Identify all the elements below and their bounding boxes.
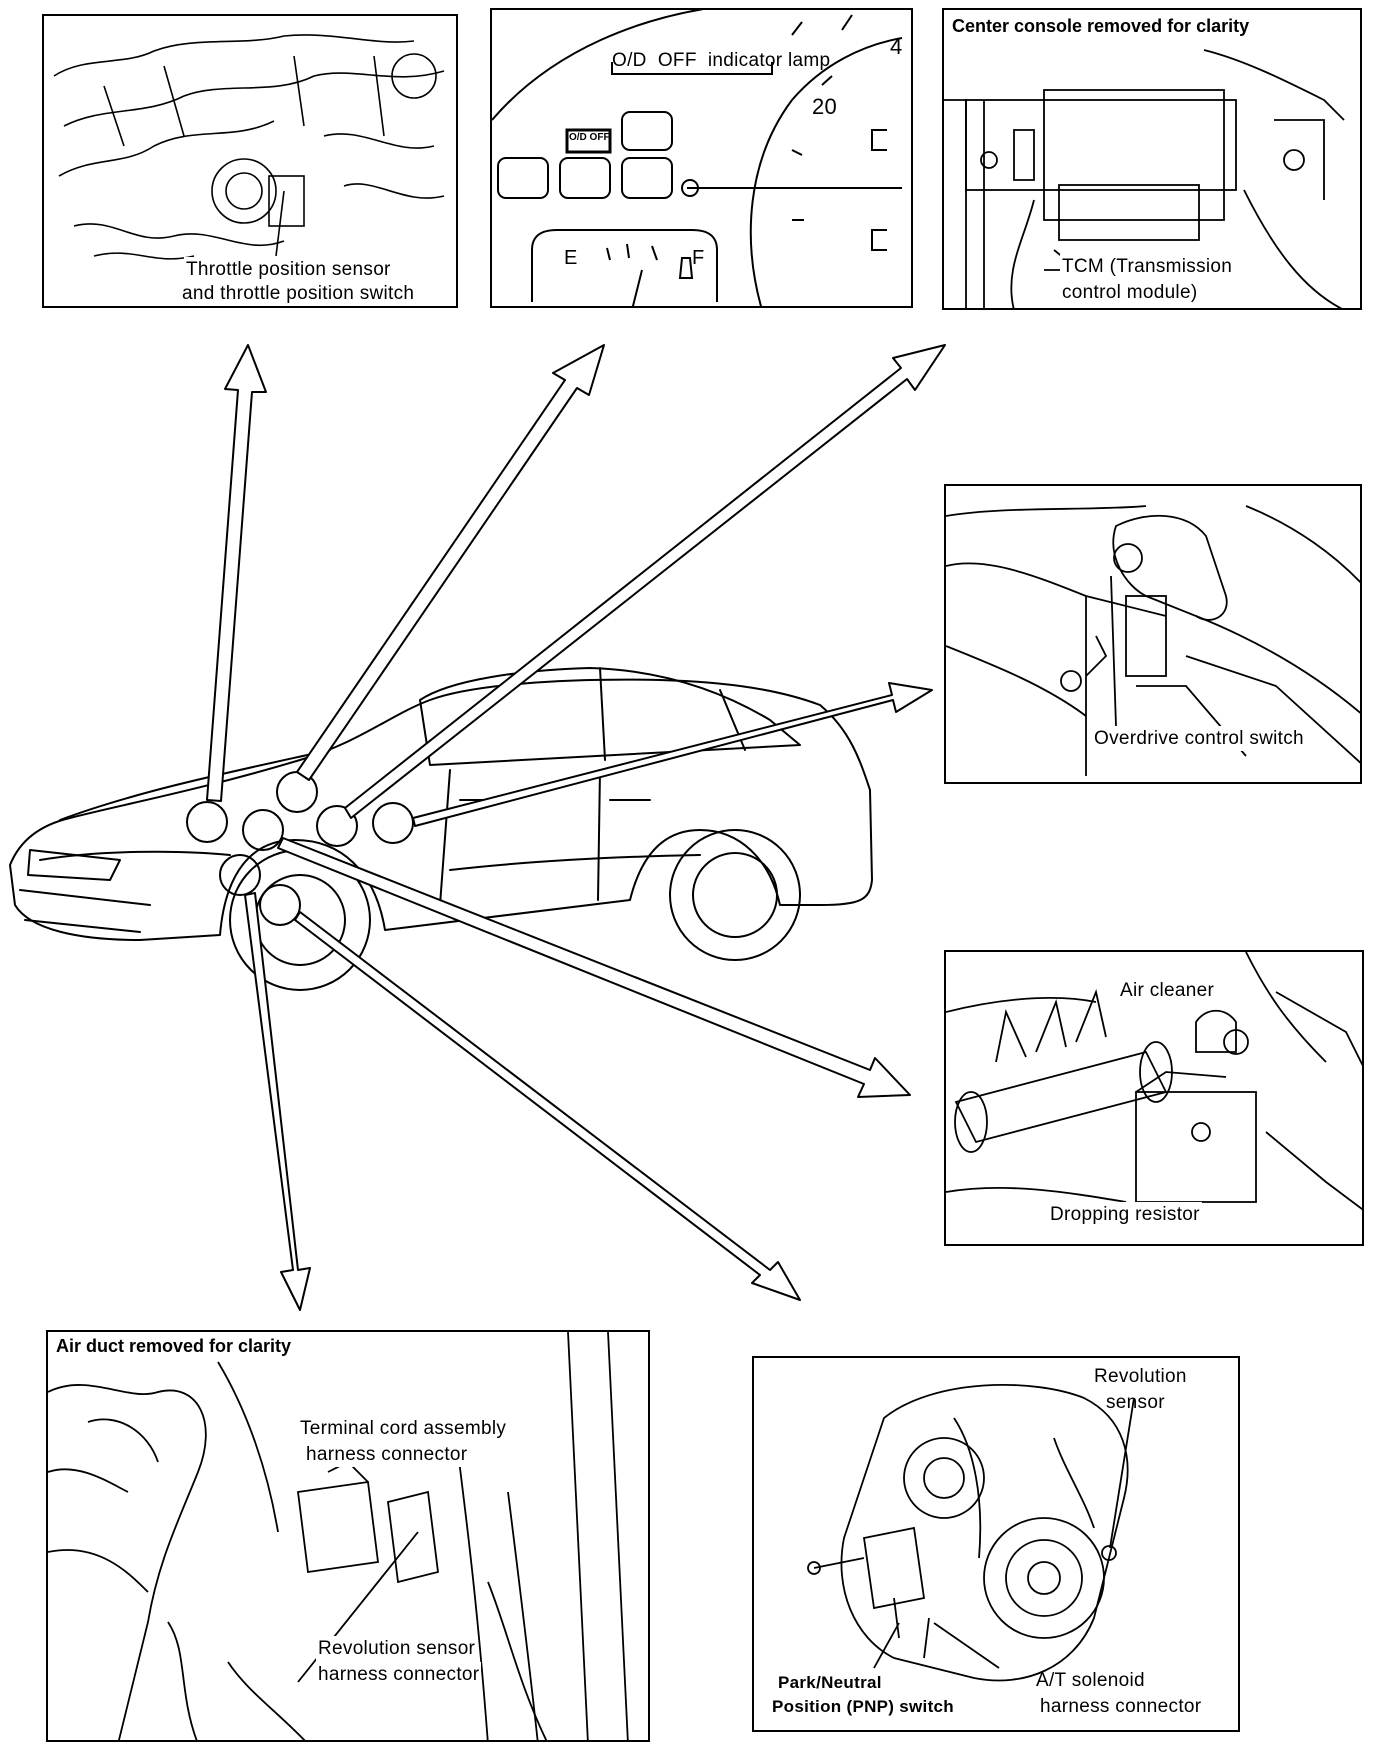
combination-meter-panel: O/D OFF O/D OFF indicator lamp 4 20 E F [490, 8, 913, 308]
od-off-lamp-text: O/D OFF [569, 132, 610, 143]
arrow-overdrive [412, 682, 933, 827]
revolution-sensor-label-line2: sensor [1106, 1392, 1165, 1413]
rear-wheel [669, 829, 801, 961]
air-duct-panel-header: Air duct removed for clarity [54, 1336, 294, 1357]
throttle-sensor-label-line1: Throttle position sensor [184, 257, 393, 282]
tick-4: 4 [890, 34, 903, 59]
overdrive-control-switch-label: Overdrive control switch [1092, 726, 1306, 751]
location-marker-throttle [186, 801, 228, 843]
console-illustration [944, 49, 1345, 308]
revolution-sensor-connector-label-line1: Revolution sensor [316, 1636, 478, 1661]
arrow-tcm [344, 344, 946, 819]
tcm-label-line1: TCM (Transmission [1060, 254, 1235, 279]
air-cleaner-label: Air cleaner [1118, 978, 1217, 1003]
tcm-panel-header: Center console removed for clarity [950, 16, 1252, 37]
pnp-switch-label-line2: Position (PNP) switch [772, 1697, 954, 1716]
dropping-resistor-label: Dropping resistor [1048, 1202, 1202, 1227]
dropping-resistor-panel: Air cleaner Dropping resistor [944, 950, 1364, 1246]
location-marker-overdrive [372, 802, 414, 844]
arrow-airduct [244, 892, 311, 1311]
revolution-sensor-label-line1: Revolution [1094, 1366, 1187, 1387]
arrow-resistor [277, 837, 911, 1098]
location-marker-transaxle [259, 884, 301, 926]
air-cleaner-illustration [946, 952, 1362, 1211]
throttle-sensor-label-line2: and throttle position switch [180, 281, 417, 306]
at-solenoid-label-line2: harness connector [1040, 1696, 1202, 1717]
location-marker-airduct [219, 854, 261, 896]
transaxle-panel: Revolution sensor Park/Neutral Position … [752, 1356, 1240, 1732]
tick-20: 20 [812, 94, 838, 119]
overdrive-switch-panel: Overdrive control switch [944, 484, 1362, 784]
tcm-label-line2: control module) [1060, 280, 1200, 305]
meter-illustration [492, 10, 903, 306]
arrow-transaxle [294, 911, 801, 1301]
revolution-sensor-connector-label-line2: harness connector [316, 1662, 482, 1687]
tcm-panel: Center console removed for clarity TCM (… [942, 8, 1362, 310]
terminal-cord-label-line2: harness connector [304, 1442, 470, 1467]
at-solenoid-label-line1: A/T solenoid [1036, 1670, 1145, 1691]
location-marker-tcm [316, 805, 358, 847]
location-marker-resistor [242, 809, 284, 851]
throttle-sensor-panel: Throttle position sensor and throttle po… [42, 14, 458, 308]
car-window [419, 667, 801, 766]
od-off-indicator-lamp-label: O/D OFF indicator lamp [612, 50, 831, 71]
shift-lever-illustration [946, 505, 1360, 776]
arrow-meter [296, 344, 605, 781]
car-body [9, 678, 873, 941]
arrow-throttle [206, 344, 267, 802]
tick-e: E [564, 247, 578, 269]
terminal-cord-label-line1: Terminal cord assembly [298, 1416, 509, 1441]
engine-bay-illustration [53, 34, 445, 260]
tick-f: F [692, 247, 705, 269]
transaxle-illustration [807, 1383, 1135, 1682]
pnp-switch-label-line1: Park/Neutral [778, 1673, 882, 1692]
air-duct-panel: Air duct removed for clarity Terminal co… [46, 1330, 650, 1742]
